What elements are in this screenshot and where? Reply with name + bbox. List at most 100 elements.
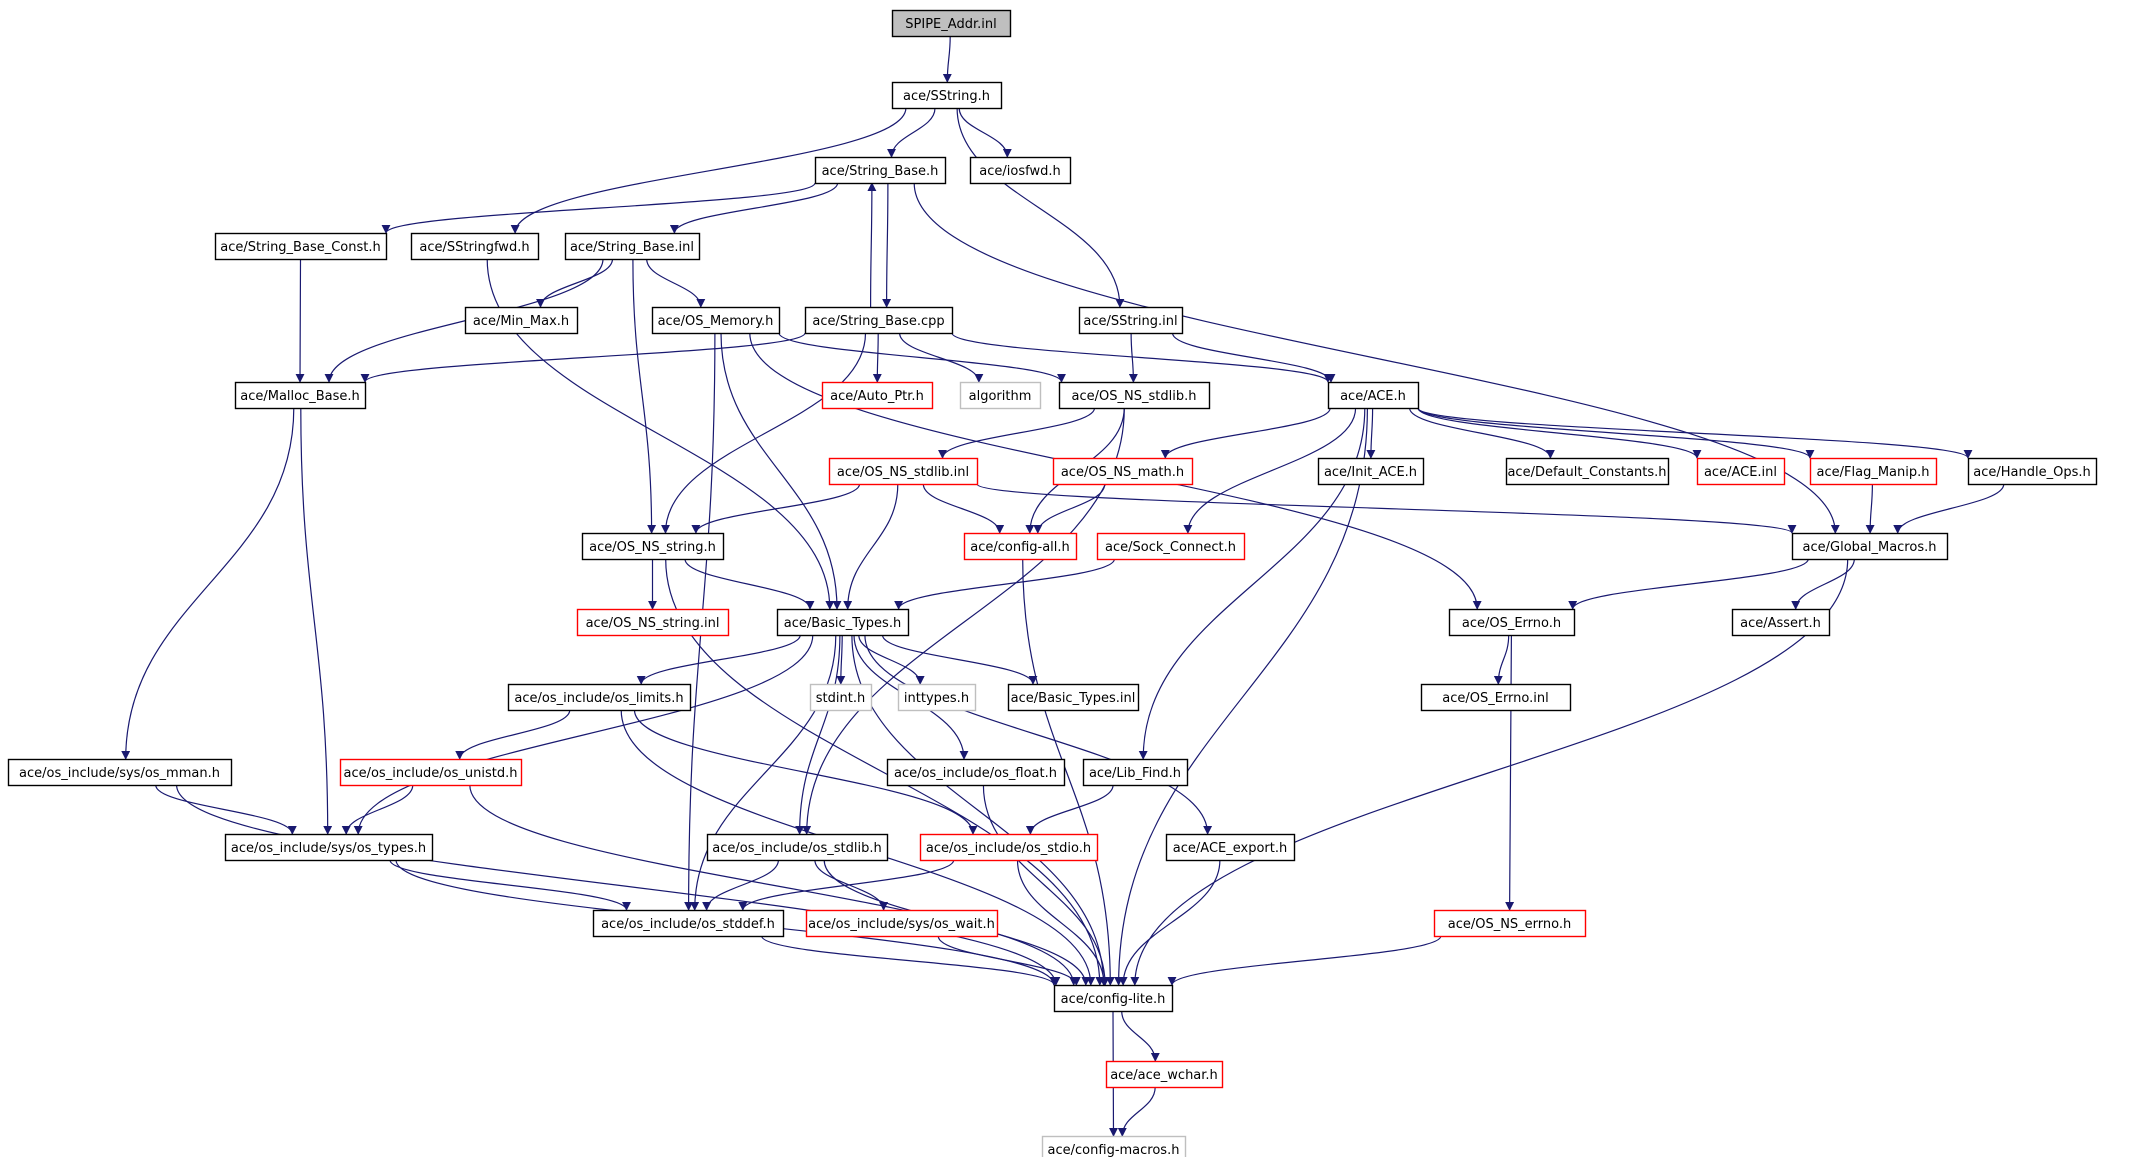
node-label: ace/OS_NS_string.h bbox=[589, 540, 716, 555]
node-handle_ops_h[interactable]: ace/Handle_Ops.h bbox=[1967, 457, 2098, 486]
edge-string_base_cpp-to-ace_h bbox=[951, 332, 1333, 383]
node-config_macros_h[interactable]: ace/config-macros.h bbox=[1041, 1135, 1187, 1157]
node-box bbox=[821, 381, 934, 410]
node-init_ace_h[interactable]: ace/Init_ACE.h bbox=[1317, 457, 1425, 486]
node-os_mman_h[interactable]: ace/os_include/sys/os_mman.h bbox=[7, 758, 233, 787]
node-sstring_h[interactable]: ace/SString.h bbox=[891, 81, 1003, 110]
node-os_ns_errno_h[interactable]: ace/OS_NS_errno.h bbox=[1433, 909, 1587, 938]
node-label: ace/os_include/os_unistd.h bbox=[343, 766, 517, 781]
node-box bbox=[804, 306, 954, 335]
node-ace_wchar_h[interactable]: ace/ace_wchar.h bbox=[1105, 1060, 1224, 1089]
edge-basic_types_h-to-basic_types_inl bbox=[881, 634, 1038, 685]
node-os_ns_stdlib_inl[interactable]: ace/OS_NS_stdlib.inl bbox=[828, 457, 979, 486]
edge-string_base_cpp-to-string_base_h bbox=[867, 182, 877, 308]
node-string_base_inl[interactable]: ace/String_Base.inl bbox=[564, 232, 701, 261]
node-box bbox=[1791, 532, 1949, 561]
node-ace_inl[interactable]: ace/ACE.inl bbox=[1696, 457, 1786, 486]
node-box bbox=[339, 758, 523, 787]
node-label: ace/config-macros.h bbox=[1048, 1143, 1180, 1157]
edge-basic_types_h-to-inttypes_h bbox=[858, 634, 925, 685]
node-basic_types_inl[interactable]: ace/Basic_Types.inl bbox=[1007, 683, 1140, 712]
node-box bbox=[886, 758, 1066, 787]
node-string_base_h[interactable]: ace/String_Base.h bbox=[814, 156, 947, 185]
node-algorithm[interactable]: algorithm bbox=[959, 381, 1042, 410]
node-min_max_h[interactable]: ace/Min_Max.h bbox=[464, 306, 579, 335]
node-label: ace/ace_wchar.h bbox=[1110, 1068, 1218, 1083]
node-label: ace/ACE.h bbox=[1340, 389, 1406, 404]
node-label: SPIPE_Addr.inl bbox=[905, 17, 996, 32]
node-sstring_inl[interactable]: ace/SString.inl bbox=[1078, 306, 1184, 335]
edge-root-to-sstring_h bbox=[942, 35, 952, 83]
node-assert_h[interactable]: ace/Assert.h bbox=[1731, 608, 1831, 637]
node-label: ace/Auto_Ptr.h bbox=[830, 389, 924, 404]
node-ace_export_h[interactable]: ace/ACE_export.h bbox=[1165, 833, 1296, 862]
node-label: ace/Basic_Types.inl bbox=[1011, 691, 1136, 706]
node-label: ace/Global_Macros.h bbox=[1803, 540, 1937, 555]
edge-sstring_h-to-iosfwd_h bbox=[958, 107, 1012, 158]
node-os_errno_inl[interactable]: ace/OS_Errno.inl bbox=[1420, 683, 1572, 712]
edge-ace_h-to-init_ace_h bbox=[1366, 407, 1376, 459]
node-global_macros_h[interactable]: ace/Global_Macros.h bbox=[1791, 532, 1949, 561]
edge-ace_h-to-handle_ops_h bbox=[1417, 407, 1973, 459]
node-iosfwd_h[interactable]: ace/iosfwd.h bbox=[969, 156, 1072, 185]
node-string_base_const_h[interactable]: ace/String_Base_Const.h bbox=[214, 232, 388, 261]
node-box bbox=[592, 909, 785, 938]
node-os_unistd_h[interactable]: ace/os_include/os_unistd.h bbox=[339, 758, 523, 787]
edge-ace_h-to-ace_inl bbox=[1417, 407, 1702, 459]
edge-sock_connect_h-to-basic_types_h bbox=[894, 558, 1115, 610]
node-os_limits_h[interactable]: ace/os_include/os_limits.h bbox=[507, 683, 692, 712]
node-label: ace/String_Base.h bbox=[822, 164, 939, 179]
edge-os_ns_errno_h-to-config_lite_h bbox=[1167, 935, 1442, 986]
edge-os_ns_stdlib_inl-to-config_all_h bbox=[922, 483, 1005, 534]
edge-os_ns_stdlib_inl-to-basic_types_h bbox=[843, 483, 899, 610]
node-label: algorithm bbox=[969, 389, 1032, 404]
node-os_memory_h[interactable]: ace/OS_Memory.h bbox=[651, 306, 781, 335]
node-label: ace/Sock_Connect.h bbox=[1105, 540, 1236, 555]
node-label: stdint.h bbox=[816, 691, 865, 706]
node-os_stdio_h[interactable]: ace/os_include/os_stdio.h bbox=[919, 833, 1099, 862]
node-malloc_base_h[interactable]: ace/Malloc_Base.h bbox=[234, 381, 367, 410]
node-sstringfwd_h[interactable]: ace/SStringfwd.h bbox=[410, 232, 540, 261]
node-os_ns_stdlib_h[interactable]: ace/OS_NS_stdlib.h bbox=[1058, 381, 1211, 410]
node-os_types_h[interactable]: ace/os_include/sys/os_types.h bbox=[224, 833, 434, 862]
node-os_float_h[interactable]: ace/os_include/os_float.h bbox=[886, 758, 1066, 787]
node-config_lite_h[interactable]: ace/config-lite.h bbox=[1053, 984, 1174, 1013]
node-os_errno_h[interactable]: ace/OS_Errno.h bbox=[1448, 608, 1576, 637]
node-lib_find_h[interactable]: ace/Lib_Find.h bbox=[1082, 758, 1189, 787]
edge-sstring_inl-to-os_ns_stdlib_h bbox=[1128, 332, 1138, 383]
node-basic_types_h[interactable]: ace/Basic_Types.h bbox=[776, 608, 910, 637]
edge-os_ns_math_h-to-config_all_h bbox=[1033, 483, 1106, 534]
node-string_base_cpp[interactable]: ace/String_Base.cpp bbox=[804, 306, 954, 335]
node-default_constants_h[interactable]: ace/Default_Constants.h bbox=[1505, 457, 1670, 486]
node-root[interactable]: SPIPE_Addr.inl bbox=[891, 9, 1012, 38]
edge-sstring_inl-to-ace_h bbox=[1171, 332, 1336, 383]
node-os_wait_h[interactable]: ace/os_include/sys/os_wait.h bbox=[805, 909, 999, 938]
node-label: ace/Basic_Types.h bbox=[784, 616, 901, 631]
node-label: ace/os_include/os_stdlib.h bbox=[712, 841, 881, 856]
node-box bbox=[564, 232, 701, 261]
edge-os_types_h-to-os_stddef_h bbox=[389, 859, 631, 911]
node-label: ace/OS_NS_errno.h bbox=[1448, 917, 1572, 932]
node-os_stddef_h[interactable]: ace/os_include/os_stddef.h bbox=[592, 909, 785, 938]
node-box bbox=[1007, 683, 1140, 712]
node-os_ns_math_h[interactable]: ace/OS_NS_math.h bbox=[1052, 457, 1194, 486]
node-box bbox=[1327, 381, 1420, 410]
node-os_ns_string_inl[interactable]: ace/OS_NS_string.inl bbox=[576, 608, 730, 637]
node-flag_manip_h[interactable]: ace/Flag_Manip.h bbox=[1809, 457, 1938, 486]
node-os_ns_string_h[interactable]: ace/OS_NS_string.h bbox=[581, 532, 725, 561]
edge-string_base_cpp-to-auto_ptr_h bbox=[872, 332, 882, 383]
node-label: ace/os_include/os_float.h bbox=[894, 766, 1057, 781]
node-box bbox=[464, 306, 579, 335]
node-ace_h[interactable]: ace/ACE.h bbox=[1327, 381, 1420, 410]
edge-handle_ops_h-to-global_macros_h bbox=[1893, 483, 2005, 534]
node-stdint_h[interactable]: stdint.h bbox=[809, 683, 873, 712]
node-auto_ptr_h[interactable]: ace/Auto_Ptr.h bbox=[821, 381, 934, 410]
node-inttypes_h[interactable]: inttypes.h bbox=[897, 683, 977, 712]
node-sock_connect_h[interactable]: ace/Sock_Connect.h bbox=[1096, 532, 1246, 561]
node-os_stdlib_h[interactable]: ace/os_include/os_stdlib.h bbox=[706, 833, 889, 862]
edge-string_base_inl-to-min_max_h bbox=[536, 258, 614, 308]
node-config_all_h[interactable]: ace/config-all.h bbox=[963, 532, 1078, 561]
edge-ace_export_h-to-config_lite_h bbox=[1118, 859, 1221, 986]
edge-basic_types_h-to-os_limits_h bbox=[636, 634, 801, 685]
